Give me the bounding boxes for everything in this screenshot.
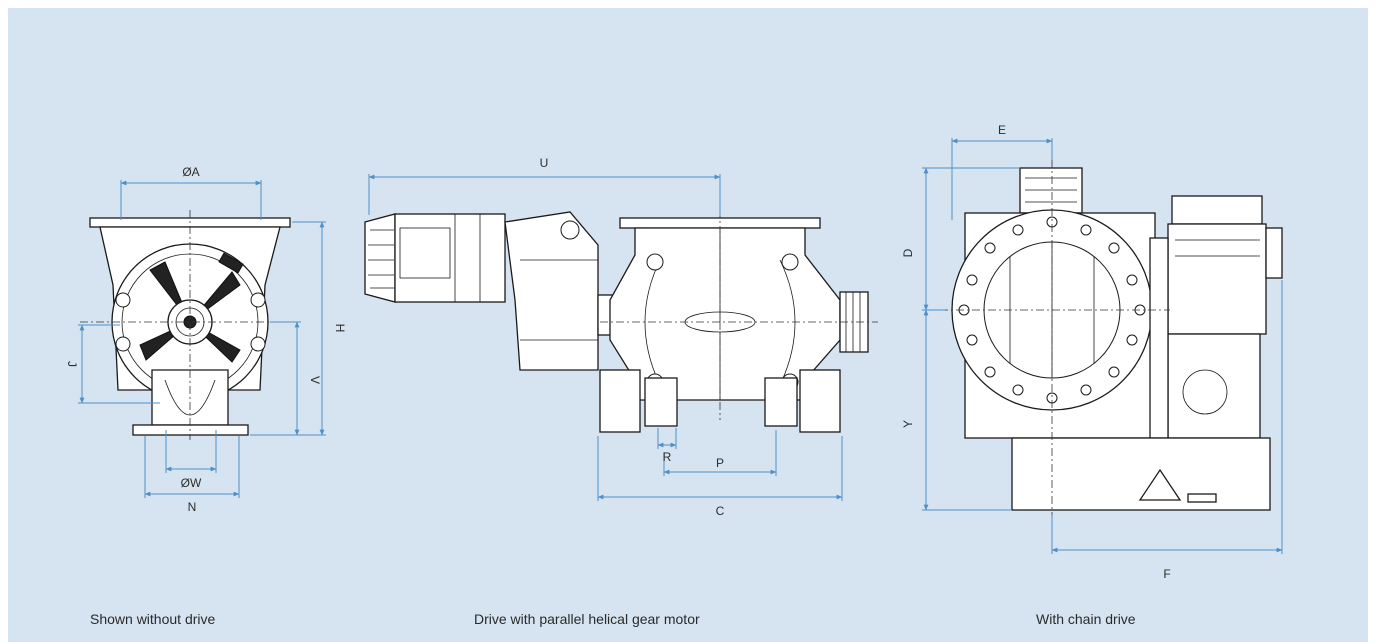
dim-label-u: U xyxy=(540,156,549,170)
dim-label-p: P xyxy=(716,456,724,470)
caption-gear-motor: Drive with parallel helical gear motor xyxy=(474,611,700,627)
caption-chain-drive: With chain drive xyxy=(1036,611,1136,627)
dim-label-y: Y xyxy=(901,420,915,428)
dim-label-v: V xyxy=(308,376,322,384)
dim-label-c: C xyxy=(716,504,725,518)
dim-label-r: R xyxy=(663,450,672,464)
caption-without-drive: Shown without drive xyxy=(90,611,216,627)
dim-label-w: ØW xyxy=(181,476,202,490)
dim-label-f: F xyxy=(1163,567,1170,581)
front-view-gear-motor xyxy=(364,210,878,433)
dim-label-h: H xyxy=(333,324,347,333)
dim-label-d: D xyxy=(901,248,915,257)
dim-label-a: ØA xyxy=(182,165,199,179)
dimension-lines xyxy=(78,138,1283,554)
side-view-chain-drive xyxy=(940,160,1283,515)
dimension-labels: ØA H V J ØW N U R P C E D Y F xyxy=(65,123,1171,581)
dim-label-j: J xyxy=(65,361,79,367)
dim-label-e: E xyxy=(998,123,1006,137)
dim-label-n: N xyxy=(188,500,197,514)
side-view-without-drive xyxy=(80,210,300,440)
